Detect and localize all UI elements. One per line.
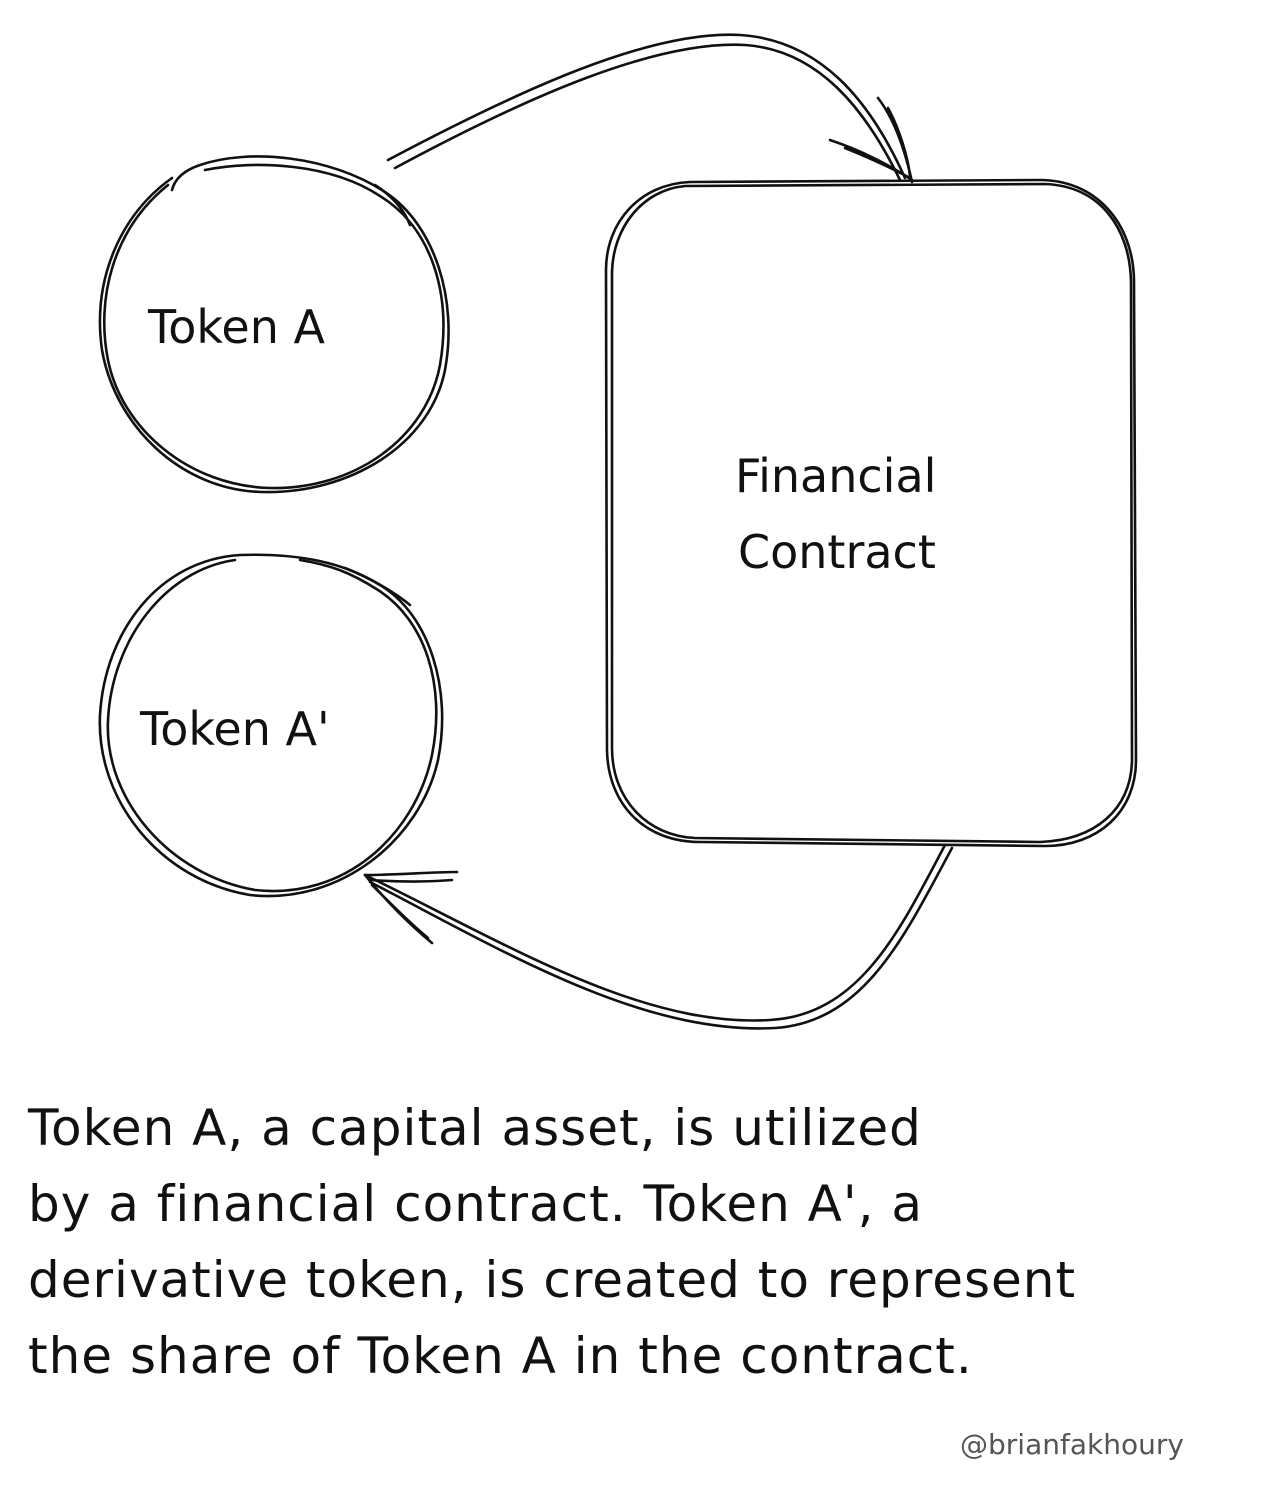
contract-label-line2: Contract <box>738 525 936 579</box>
contract-label-line1: Financial <box>735 449 936 503</box>
token-a-prime-node: Token A' <box>98 553 444 898</box>
arrow-token-a-to-contract <box>386 33 914 184</box>
token-a-node: Token A <box>98 155 450 494</box>
caption-line-3: derivative token, is created to represen… <box>28 1251 1077 1309</box>
token-a-prime-label: Token A' <box>139 702 330 756</box>
caption: Token A, a capital asset, is utilized by… <box>28 1090 1268 1394</box>
arrow-contract-to-token-a-prime <box>363 843 954 1030</box>
author-credit: @brianfakhoury <box>960 1428 1184 1461</box>
token-a-label: Token A <box>147 300 326 354</box>
financial-contract-node: Financial Contract <box>604 178 1138 848</box>
diagram: Token A Token A' Financial Contract <box>98 33 1138 1030</box>
caption-line-2: by a financial contract. Token A', a <box>28 1175 924 1233</box>
caption-line-4: the share of Token A in the contract. <box>28 1327 973 1385</box>
caption-line-1: Token A, a capital asset, is utilized <box>28 1099 922 1157</box>
